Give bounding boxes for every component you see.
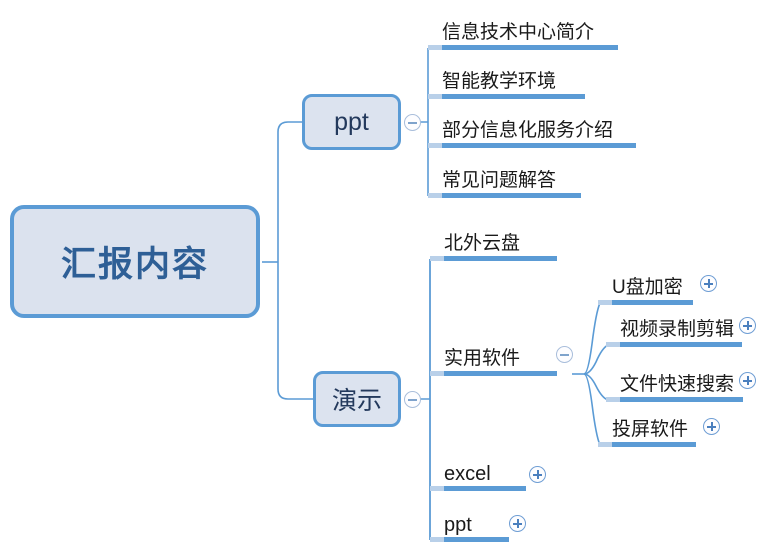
leaf-label: excel	[444, 463, 491, 485]
leaf-label: 投屏软件	[612, 419, 689, 440]
leaf-item[interactable]: excel	[430, 461, 526, 491]
leaf-bar-lead	[606, 342, 620, 347]
leaf-bar	[620, 342, 742, 347]
leaf-bar-lead	[606, 397, 620, 402]
branch-node-ppt[interactable]: ppt	[302, 94, 401, 150]
leaf-item[interactable]: 实用软件	[430, 346, 564, 376]
leaf-item[interactable]: 部分信息化服务介绍	[428, 118, 642, 148]
leaf-bar	[612, 442, 696, 447]
leaf-label: ppt	[444, 514, 472, 536]
leaf-item[interactable]: ppt	[430, 512, 509, 542]
expand-icon-wenjiansousuo[interactable]	[739, 372, 756, 389]
leaf-bar-lead	[428, 143, 442, 148]
leaf-bar	[620, 397, 743, 402]
leaf-bar	[442, 193, 581, 198]
leaf-item[interactable]: 智能教学环境	[428, 69, 592, 99]
leaf-bar	[442, 94, 585, 99]
expand-icon-upanjiami[interactable]	[700, 275, 717, 292]
leaf-bar	[444, 537, 509, 542]
leaf-label: 实用软件	[444, 348, 521, 369]
leaf-label: 视频录制剪辑	[620, 319, 735, 340]
collapse-icon-ppt[interactable]	[404, 114, 421, 131]
expand-icon-shipinluzhi[interactable]	[739, 317, 756, 334]
leaf-bar	[442, 143, 636, 148]
leaf-bar-lead	[428, 193, 442, 198]
root-node[interactable]: 汇报内容	[10, 205, 260, 318]
leaf-bar	[444, 371, 557, 376]
leaf-label: 部分信息化服务介绍	[442, 120, 614, 141]
leaf-bar	[444, 486, 526, 491]
leaf-item[interactable]: 视频录制剪辑	[606, 317, 745, 347]
leaf-bar-lead	[428, 94, 442, 99]
leaf-bar	[442, 45, 618, 50]
collapse-icon-shiyongruanjian[interactable]	[556, 346, 573, 363]
leaf-item[interactable]: 投屏软件	[598, 417, 707, 447]
branch-label-yanshi: 演示	[331, 387, 382, 415]
leaf-label: 信息技术中心简介	[442, 22, 595, 43]
leaf-label: U盘加密	[612, 277, 683, 298]
leaf-bar-lead	[430, 537, 444, 542]
leaf-bar-lead	[428, 45, 442, 50]
leaf-label: 文件快速搜索	[620, 374, 735, 395]
expand-icon-toupingruanjian[interactable]	[703, 418, 720, 435]
leaf-item[interactable]: 北外云盘	[430, 231, 564, 261]
leaf-bar-lead	[598, 442, 612, 447]
leaf-bar	[444, 256, 557, 261]
leaf-item[interactable]: 信息技术中心简介	[428, 20, 632, 50]
leaf-item[interactable]: 文件快速搜索	[606, 372, 745, 402]
leaf-bar	[612, 300, 693, 305]
leaf-bar-lead	[598, 300, 612, 305]
leaf-bar-lead	[430, 371, 444, 376]
expand-icon-excel[interactable]	[529, 466, 546, 483]
leaf-bar-lead	[430, 486, 444, 491]
leaf-item[interactable]: 常见问题解答	[428, 168, 592, 198]
leaf-item[interactable]: U盘加密	[598, 275, 702, 305]
root-label: 汇报内容	[60, 245, 209, 284]
expand-icon-ppt-leaf[interactable]	[509, 515, 526, 532]
branch-node-yanshi[interactable]: 演示	[313, 371, 401, 427]
leaf-label: 智能教学环境	[442, 71, 557, 92]
branch-label-ppt: ppt	[334, 107, 369, 136]
collapse-icon-yanshi[interactable]	[404, 391, 421, 408]
leaf-bar-lead	[430, 256, 444, 261]
leaf-label: 常见问题解答	[442, 170, 557, 191]
leaf-label: 北外云盘	[444, 233, 521, 254]
